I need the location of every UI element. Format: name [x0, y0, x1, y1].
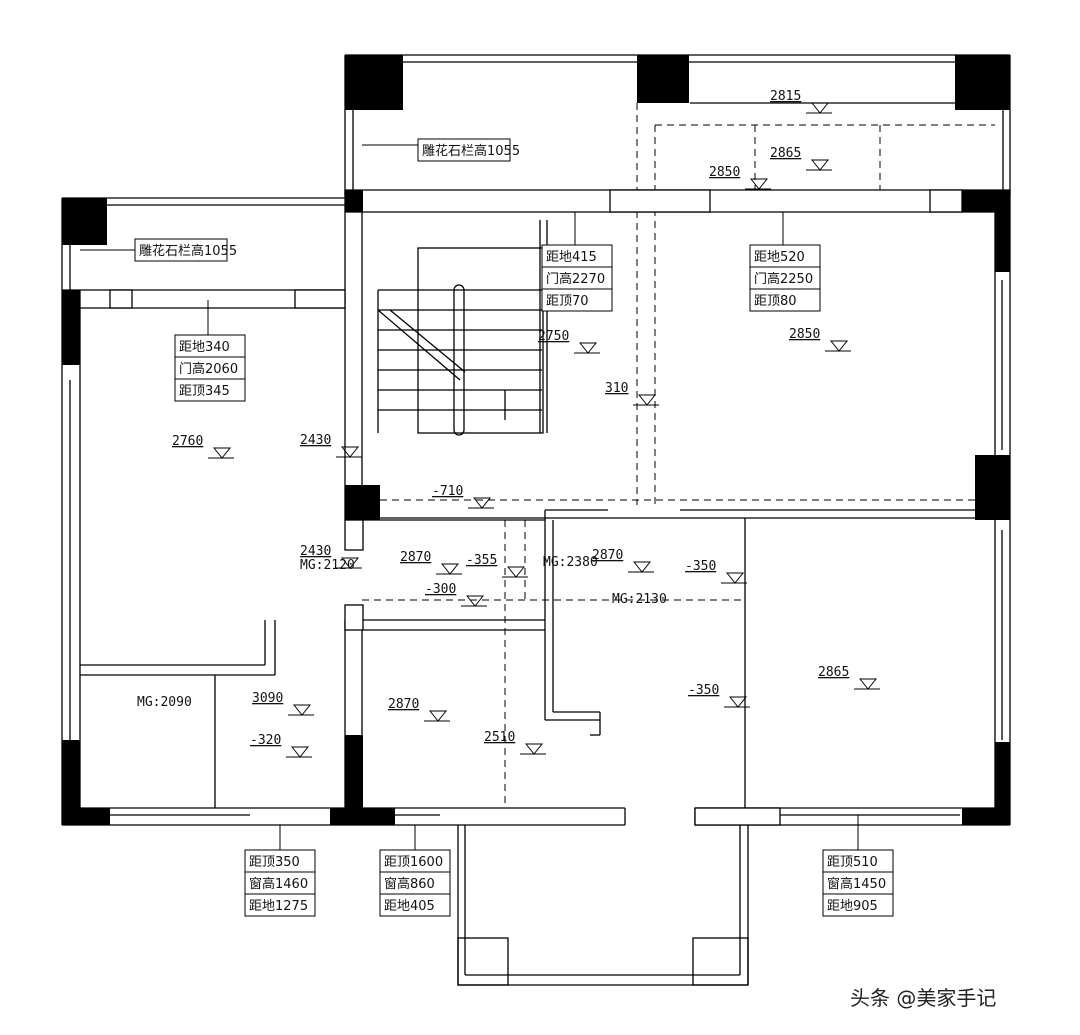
level-marker — [286, 746, 312, 758]
level-marker — [628, 561, 654, 573]
level-marker — [854, 678, 880, 690]
level-marker — [721, 572, 747, 584]
level-marker — [574, 342, 600, 354]
door-blocks — [109, 189, 963, 826]
railing-note-box — [134, 238, 228, 262]
level-label: -350 — [688, 683, 719, 698]
door-tag-line: 距地520 — [754, 250, 805, 265]
door-height-label: MG:2090 — [137, 695, 192, 710]
railing-note-box — [417, 138, 511, 162]
window-tag-cell — [244, 893, 316, 917]
window-tag-line: 窗高860 — [384, 876, 435, 892]
level-label: -710 — [432, 484, 463, 499]
ceiling-lines — [344, 103, 995, 808]
window-tag-cell — [379, 893, 451, 917]
door-height-label: MG:2380 — [543, 555, 598, 570]
walls — [61, 54, 1011, 986]
level-label: 2865 — [818, 665, 849, 680]
window-tag-cell — [822, 893, 894, 917]
railing-note: 雕花石栏高1055 — [422, 143, 520, 159]
labels: 2815 2865 2850 2750 2850 310 2760 2430 -710 2430 2… — [134, 89, 894, 917]
level-marker — [288, 704, 314, 716]
door-tag-cell — [541, 288, 613, 312]
level-label: -355 — [466, 553, 497, 568]
level-label: 2865 — [770, 146, 801, 161]
door-tag-line: 门高2250 — [754, 271, 813, 287]
level-label: 2850 — [789, 327, 820, 342]
level-label: -300 — [425, 582, 456, 597]
level-marker — [502, 566, 528, 578]
level-label: 2870 — [388, 697, 419, 712]
level-marker — [806, 102, 832, 114]
columns — [62, 55, 1010, 825]
door-height-label: MG:2120 — [300, 558, 355, 573]
level-label: 3090 — [252, 691, 283, 706]
level-marker — [336, 446, 362, 458]
level-label: 2870 — [592, 548, 623, 563]
door-tag-line: 距顶70 — [546, 294, 589, 309]
level-label: 2870 — [400, 550, 431, 565]
level-label: 2510 — [484, 730, 515, 745]
railing-note: 雕花石栏高1055 — [139, 243, 237, 259]
level-marker — [424, 710, 450, 722]
window-tag-line: 窗高1450 — [827, 876, 886, 892]
door-tag-line: 门高2270 — [546, 271, 605, 287]
level-marker — [724, 696, 750, 708]
door-tag-line: 距地415 — [546, 250, 597, 265]
window-tag-line: 距地905 — [827, 899, 878, 914]
door-tag-line: 距地340 — [179, 340, 230, 355]
window-tag-line: 距顶1600 — [384, 855, 443, 870]
level-marker — [825, 340, 851, 352]
door-tag-line: 距顶80 — [754, 294, 797, 309]
door-tag-cell — [749, 288, 821, 312]
window-tag-line: 距地405 — [384, 899, 435, 914]
leaders — [80, 144, 859, 850]
window-tag-line: 距顶510 — [827, 855, 878, 870]
level-label: 2850 — [709, 165, 740, 180]
level-marker — [806, 159, 832, 171]
level-marker — [633, 394, 659, 406]
door-tag-cell — [174, 378, 246, 402]
level-label: -350 — [685, 559, 716, 574]
window-tag-line: 距地1275 — [249, 899, 308, 914]
level-label: 2750 — [538, 329, 569, 344]
level-label: 2430 — [300, 544, 331, 559]
watermark: 头条 @美家手记 — [850, 986, 996, 1010]
level-marker — [436, 563, 462, 575]
level-label: 2815 — [770, 89, 801, 104]
level-label: 2430 — [300, 433, 331, 448]
level-label: 2760 — [172, 434, 203, 449]
level-marker — [745, 178, 771, 190]
level-marker — [336, 557, 362, 569]
window-tag-line: 距顶350 — [249, 855, 300, 870]
level-marker — [468, 497, 494, 509]
door-height-label: MG:2130 — [612, 592, 667, 607]
window-tag-line: 窗高1460 — [249, 876, 308, 892]
level-label: 310 — [605, 381, 628, 396]
door-tag-line: 门高2060 — [179, 361, 238, 377]
level-marker — [208, 447, 234, 459]
level-label: -320 — [250, 733, 281, 748]
level-marker — [461, 595, 487, 607]
level-marker — [520, 743, 546, 755]
door-tag-line: 距顶345 — [179, 384, 230, 399]
